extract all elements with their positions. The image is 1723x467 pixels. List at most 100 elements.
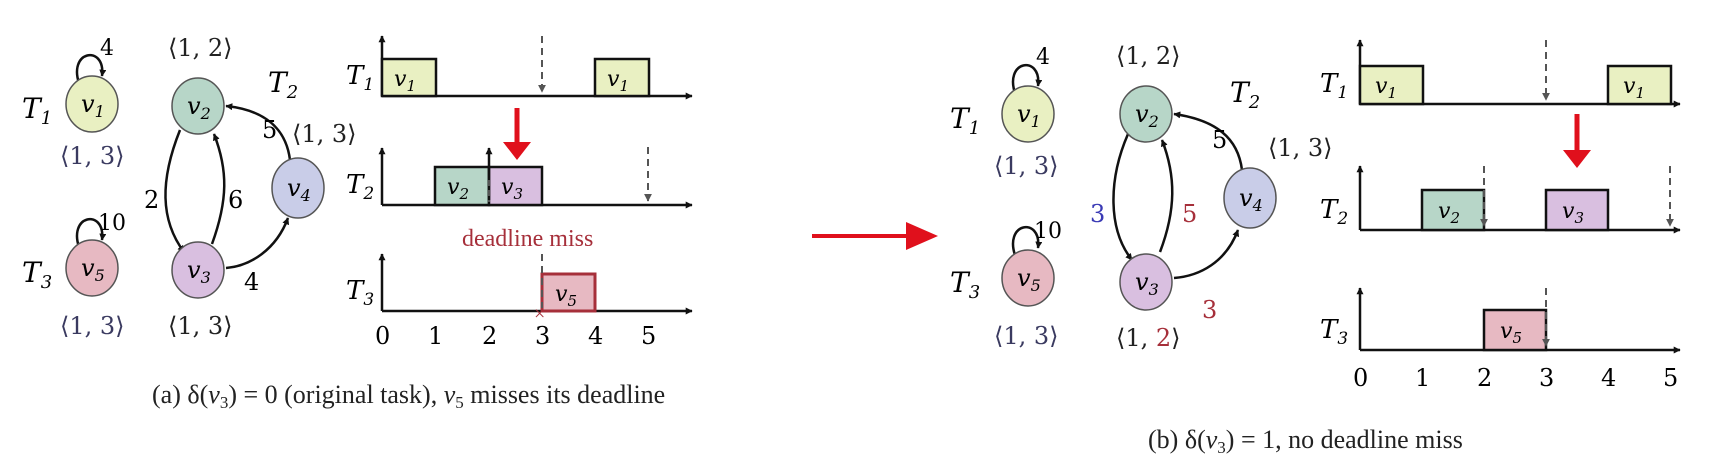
task-label-b-t2: T2 — [1230, 76, 1260, 113]
node-v5: 10 v5 ⟨1, 3⟩ — [60, 211, 126, 340]
node-v3-circle — [171, 241, 225, 299]
job-a-v1-first-label: v1 — [394, 67, 416, 95]
transition-arrow — [812, 222, 938, 250]
panel-b: T1 T3 T2 4 v1 ⟨1, 3⟩ 10 v5 ⟨1, 3⟩ 3 5 3 — [950, 39, 1681, 457]
edge-v3-v2 — [210, 133, 226, 245]
node-b-v4-circle — [1223, 167, 1277, 229]
node-b-v4-label: v4 — [1239, 184, 1263, 215]
panel-a: T1 T3 T2 4 v1 ⟨1, 3⟩ 10 v5 ⟨1, 3⟩ 2 6 4 — [22, 34, 693, 412]
edge-weight-b-v2-v3: 3 — [1090, 200, 1105, 228]
job-b-v1-second-label: v1 — [1623, 74, 1645, 102]
tick-a-2: 2 — [482, 322, 497, 350]
tick-b-2: 2 — [1477, 364, 1492, 392]
job-a-v1-first — [380, 57, 438, 98]
node-b-v3-label: v3 — [1135, 268, 1159, 299]
edge-weight-b-v4-v2: 5 — [1212, 126, 1227, 154]
node-b-v5: 10 v5 ⟨1, 3⟩ — [994, 219, 1062, 350]
job-a-v2-label: v2 — [447, 175, 469, 203]
job-b-v2 — [1420, 188, 1486, 232]
red-arrow-a-head — [503, 142, 531, 160]
job-a-v3-label: v3 — [501, 175, 523, 203]
node-v5-pair: ⟨1, 3⟩ — [60, 312, 125, 340]
task-label-t3: T3 — [22, 256, 52, 293]
self-loop-b-v1 — [1011, 63, 1043, 97]
loop-weight-v1: 4 — [100, 36, 114, 61]
schedule-b-label-t3: T3 — [1320, 315, 1348, 349]
schedule-a-label-t3: T3 — [346, 276, 374, 310]
schedule-a-label-t2: T2 — [346, 170, 374, 204]
tick-b-1: 1 — [1415, 364, 1430, 392]
edge-v2-v3 — [164, 129, 186, 253]
node-v2-circle — [171, 77, 225, 135]
edge-weight-b-v3-v4: 3 — [1202, 296, 1217, 324]
node-b-v1-label: v1 — [1017, 100, 1041, 131]
transition-arrow-head — [906, 222, 938, 250]
job-a-v3 — [487, 165, 544, 207]
node-b-v1: 4 v1 ⟨1, 3⟩ — [994, 45, 1059, 180]
node-v4-pair: ⟨1, 3⟩ — [292, 120, 357, 148]
task-graph-t2: 2 6 4 5 v2 ⟨1, 2⟩ v3 ⟨1, 3⟩ v4 ⟨1, 3⟩ — [144, 34, 357, 340]
node-b-v5-label: v5 — [1017, 264, 1041, 295]
task-label-b-t3: T3 — [950, 266, 980, 303]
edge-b-v2-v3 — [1112, 133, 1133, 261]
schedule-b-label-t2: T2 — [1320, 195, 1348, 229]
tick-b-5: 5 — [1663, 364, 1678, 392]
node-v3-label: v3 — [187, 256, 211, 287]
node-b-v5-pair: ⟨1, 3⟩ — [994, 322, 1059, 350]
node-b-v4-pair: ⟨1, 3⟩ — [1268, 134, 1333, 162]
tick-b-0: 0 — [1353, 364, 1368, 392]
node-b-v2-circle — [1119, 85, 1173, 143]
tick-a-3: 3 — [535, 322, 550, 350]
job-a-v5-label: v5 — [555, 282, 577, 310]
node-v5-circle — [65, 239, 119, 297]
node-b-v1-circle — [1001, 85, 1055, 143]
job-a-v2 — [433, 165, 491, 207]
job-b-v2-label: v2 — [1438, 199, 1460, 227]
edge-weight-v2-v3: 2 — [144, 186, 159, 214]
node-v3-pair: ⟨1, 3⟩ — [168, 312, 233, 340]
edge-weight-v4-v2: 5 — [262, 116, 277, 144]
node-v2-label: v2 — [187, 92, 211, 123]
job-b-v3 — [1544, 188, 1610, 232]
schedule-b-label-t1: T1 — [1320, 69, 1348, 103]
red-arrow-b-head — [1563, 150, 1591, 168]
deadline-miss-cross: × — [534, 303, 545, 325]
task-label-t2: T2 — [268, 66, 298, 103]
tick-a-5: 5 — [641, 322, 656, 350]
task-label-b-t1: T1 — [950, 102, 980, 139]
self-loop-v5 — [75, 217, 107, 251]
edge-v3-v4 — [225, 217, 290, 270]
edge-weight-b-v3-v2: 5 — [1182, 200, 1197, 228]
schedule-a: T1 v1 v1 T2 v2 v3 deadline miss — [346, 35, 693, 350]
node-v1: 4 v1 ⟨1, 3⟩ — [60, 36, 125, 170]
loop-weight-v5: 10 — [98, 211, 126, 236]
node-v1-label: v1 — [81, 90, 105, 121]
tick-b-3: 3 — [1539, 364, 1554, 392]
node-v1-circle — [65, 75, 119, 133]
edge-v4-v2 — [225, 103, 292, 161]
schedule-a-label-t1: T1 — [346, 61, 374, 95]
node-b-v2-label: v2 — [1135, 100, 1159, 131]
job-a-v1-second-label: v1 — [607, 67, 629, 95]
job-b-v3-label: v3 — [1562, 199, 1584, 227]
edge-b-v4-v2 — [1173, 111, 1244, 171]
node-v4-circle — [271, 157, 325, 219]
tick-a-4: 4 — [588, 322, 603, 350]
node-v5-label: v5 — [81, 254, 105, 285]
node-v1-pair: ⟨1, 3⟩ — [60, 142, 125, 170]
job-b-v1-first — [1358, 64, 1425, 106]
self-loop-v1 — [75, 53, 107, 87]
loop-weight-b-v5: 10 — [1034, 219, 1062, 244]
node-b-v2-pair: ⟨1, 2⟩ — [1116, 42, 1181, 70]
deadline-miss-label: deadline miss — [462, 226, 593, 252]
task-label-t1: T1 — [22, 92, 52, 129]
schedule-b: T1 v1 v1 T2 v2 v3 T3 v — [1320, 39, 1681, 392]
tick-b-4: 4 — [1601, 364, 1616, 392]
node-v4-label: v4 — [287, 174, 311, 205]
edge-b-v3-v4 — [1173, 229, 1240, 280]
job-a-v1-second — [593, 57, 651, 98]
edge-weight-v3-v2: 6 — [228, 186, 243, 214]
task-graph-b-t2: 3 5 3 5 v2 ⟨1, 2⟩ v3 ⟨1, 2⟩ v4 ⟨1, 3⟩ — [1090, 42, 1333, 352]
job-b-v1-first-label: v1 — [1375, 74, 1397, 102]
